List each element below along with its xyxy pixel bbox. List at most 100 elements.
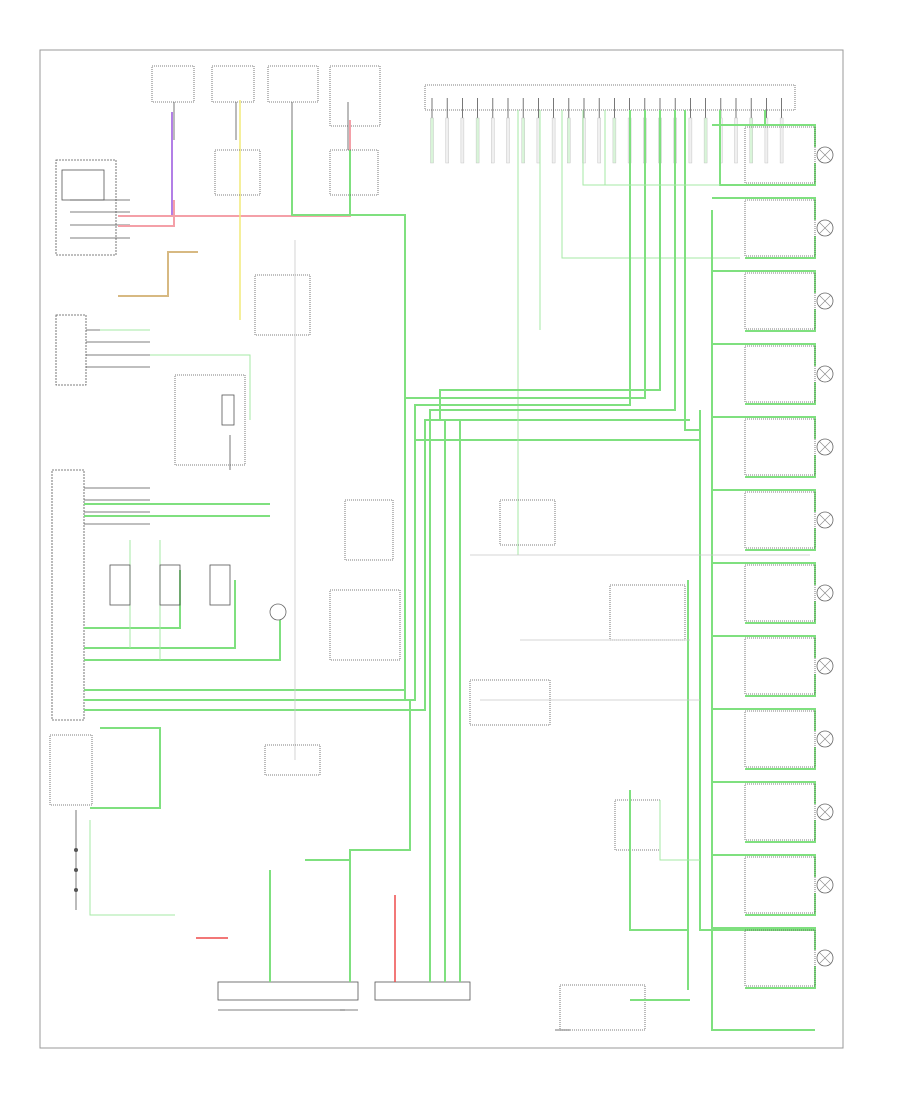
lamp-ground-wire — [745, 966, 816, 989]
lamp-filament-icon — [818, 951, 832, 965]
wire-top-v5 — [405, 110, 646, 399]
wire-green-bottom-6 — [305, 700, 411, 861]
lamp-filament-icon — [818, 586, 832, 600]
lamp-ground-wire — [745, 236, 816, 259]
lamp-filament-icon — [818, 440, 832, 454]
lamp-filament-icon — [818, 294, 832, 308]
lamp-filament-icon — [818, 221, 832, 235]
connector-pin-label-bar — [430, 117, 434, 164]
wire-top-v4 — [414, 110, 631, 440]
lamp-feed-wire — [712, 124, 816, 147]
connector-pin-label-bar — [475, 117, 480, 164]
connector-pin-label-bar — [521, 117, 525, 164]
wire-top-v7 — [429, 110, 676, 440]
wire-green-left-b — [150, 354, 251, 420]
lamp-filament-icon — [818, 513, 832, 527]
connector-pin-label-bar — [536, 117, 541, 164]
lamp-housing — [744, 856, 816, 914]
lamp-filament-icon — [818, 732, 832, 746]
wire-green-lower-left — [90, 727, 161, 809]
bottom-connector-left — [217, 981, 359, 1011]
wire-green-left-verticals — [129, 540, 161, 660]
lamp-ground-wire — [745, 674, 816, 697]
lamp-housing — [744, 272, 816, 330]
top-source-fuses — [151, 65, 381, 150]
lamp-feed-wire — [712, 854, 816, 877]
wire-top-v6 — [439, 110, 661, 420]
left-connector-1 — [55, 314, 150, 386]
left-connector-3 — [49, 734, 93, 910]
wire-pink-main — [118, 120, 351, 217]
lamp-feed-wire — [712, 708, 816, 731]
wire-pink-2 — [118, 200, 175, 227]
center-relay — [264, 240, 401, 776]
connector-pin-label-bar — [551, 117, 556, 164]
lamp-housing — [744, 199, 816, 257]
switch-group-left — [109, 564, 287, 621]
connector-pin-label-bar — [445, 117, 449, 164]
lamp-feed-wire — [712, 489, 816, 512]
connector-pin-label-bar — [460, 117, 465, 164]
connector-pin-label-bar — [779, 117, 784, 164]
lamp-ground-wire — [745, 455, 816, 478]
lamp-housing — [744, 710, 816, 768]
lamp-housing — [744, 637, 816, 695]
bottom-connector-right — [374, 981, 471, 1001]
wire-green-right-mid-1 — [629, 790, 688, 931]
lamp-housing — [744, 418, 816, 476]
connector-pin-label-bar — [703, 117, 708, 164]
diagram-frame — [39, 49, 844, 1049]
wire-green-left-bundle-4 — [84, 580, 236, 649]
wire-top-v11 — [582, 110, 720, 186]
top-right-connector-pins — [430, 98, 784, 164]
lamp-feed-wire — [712, 635, 816, 658]
lamp-feed-wire — [712, 197, 816, 220]
lamp-housing — [744, 564, 816, 622]
lamp-feed-wire — [712, 270, 816, 293]
connector-pin-label-bar — [567, 117, 571, 164]
lamp-ground-wire — [745, 601, 816, 624]
right-middle-components — [469, 499, 810, 1031]
wire-green-top-1 — [291, 130, 406, 700]
lamp-filament-icon — [818, 148, 832, 162]
connector-pin-label-bar — [764, 117, 769, 164]
wire-green-lower-left-b — [89, 820, 175, 916]
lamp-ground-wire — [745, 528, 816, 551]
lamp-feed-wire — [712, 416, 816, 439]
wire-green-left-bundle-8 — [84, 419, 690, 711]
lamp-filament-icon — [818, 367, 832, 381]
lamp-ground-wire — [745, 747, 816, 770]
wire-top-v3 — [561, 110, 740, 259]
right-rungs — [712, 124, 816, 989]
lamp-housing — [744, 491, 816, 549]
ground-markers — [340, 1009, 570, 1031]
left-connector-2 — [51, 469, 150, 721]
lamp-feed-wire — [712, 343, 816, 366]
lamp-feed-wire — [712, 781, 816, 804]
lamp-housing — [744, 345, 816, 403]
wire-green-right-mid-2 — [659, 800, 700, 861]
lamp-ground-wire — [745, 820, 816, 843]
lamp-feed-wire — [712, 562, 816, 585]
relay-block-mid — [174, 374, 246, 470]
lamp-ground-wire — [745, 382, 816, 405]
connector-pin-label-bar — [506, 117, 510, 164]
wire-green-left-bundle-3 — [84, 570, 181, 629]
wire-right-bus-1 — [699, 430, 815, 931]
wire-right-bus-3 — [711, 210, 815, 1031]
combination-meter-block — [55, 159, 130, 256]
connector-pin-label-bar — [491, 117, 495, 164]
lamp-filament-icon — [818, 805, 832, 819]
lamp-housing — [744, 783, 816, 841]
lamp-ground-wire — [745, 893, 816, 916]
connector-pin-label-bar — [688, 117, 693, 164]
lamp-housing — [744, 126, 816, 184]
wire-green-left-bundle-5 — [84, 610, 281, 661]
connector-pin-label-bar — [749, 117, 753, 164]
lamp-feed-wire — [712, 927, 816, 950]
lamp-ground-wire — [745, 309, 816, 332]
wire-top-v8 — [684, 110, 700, 431]
lamp-filament-icon — [818, 659, 832, 673]
right-lamp-column — [744, 126, 834, 987]
